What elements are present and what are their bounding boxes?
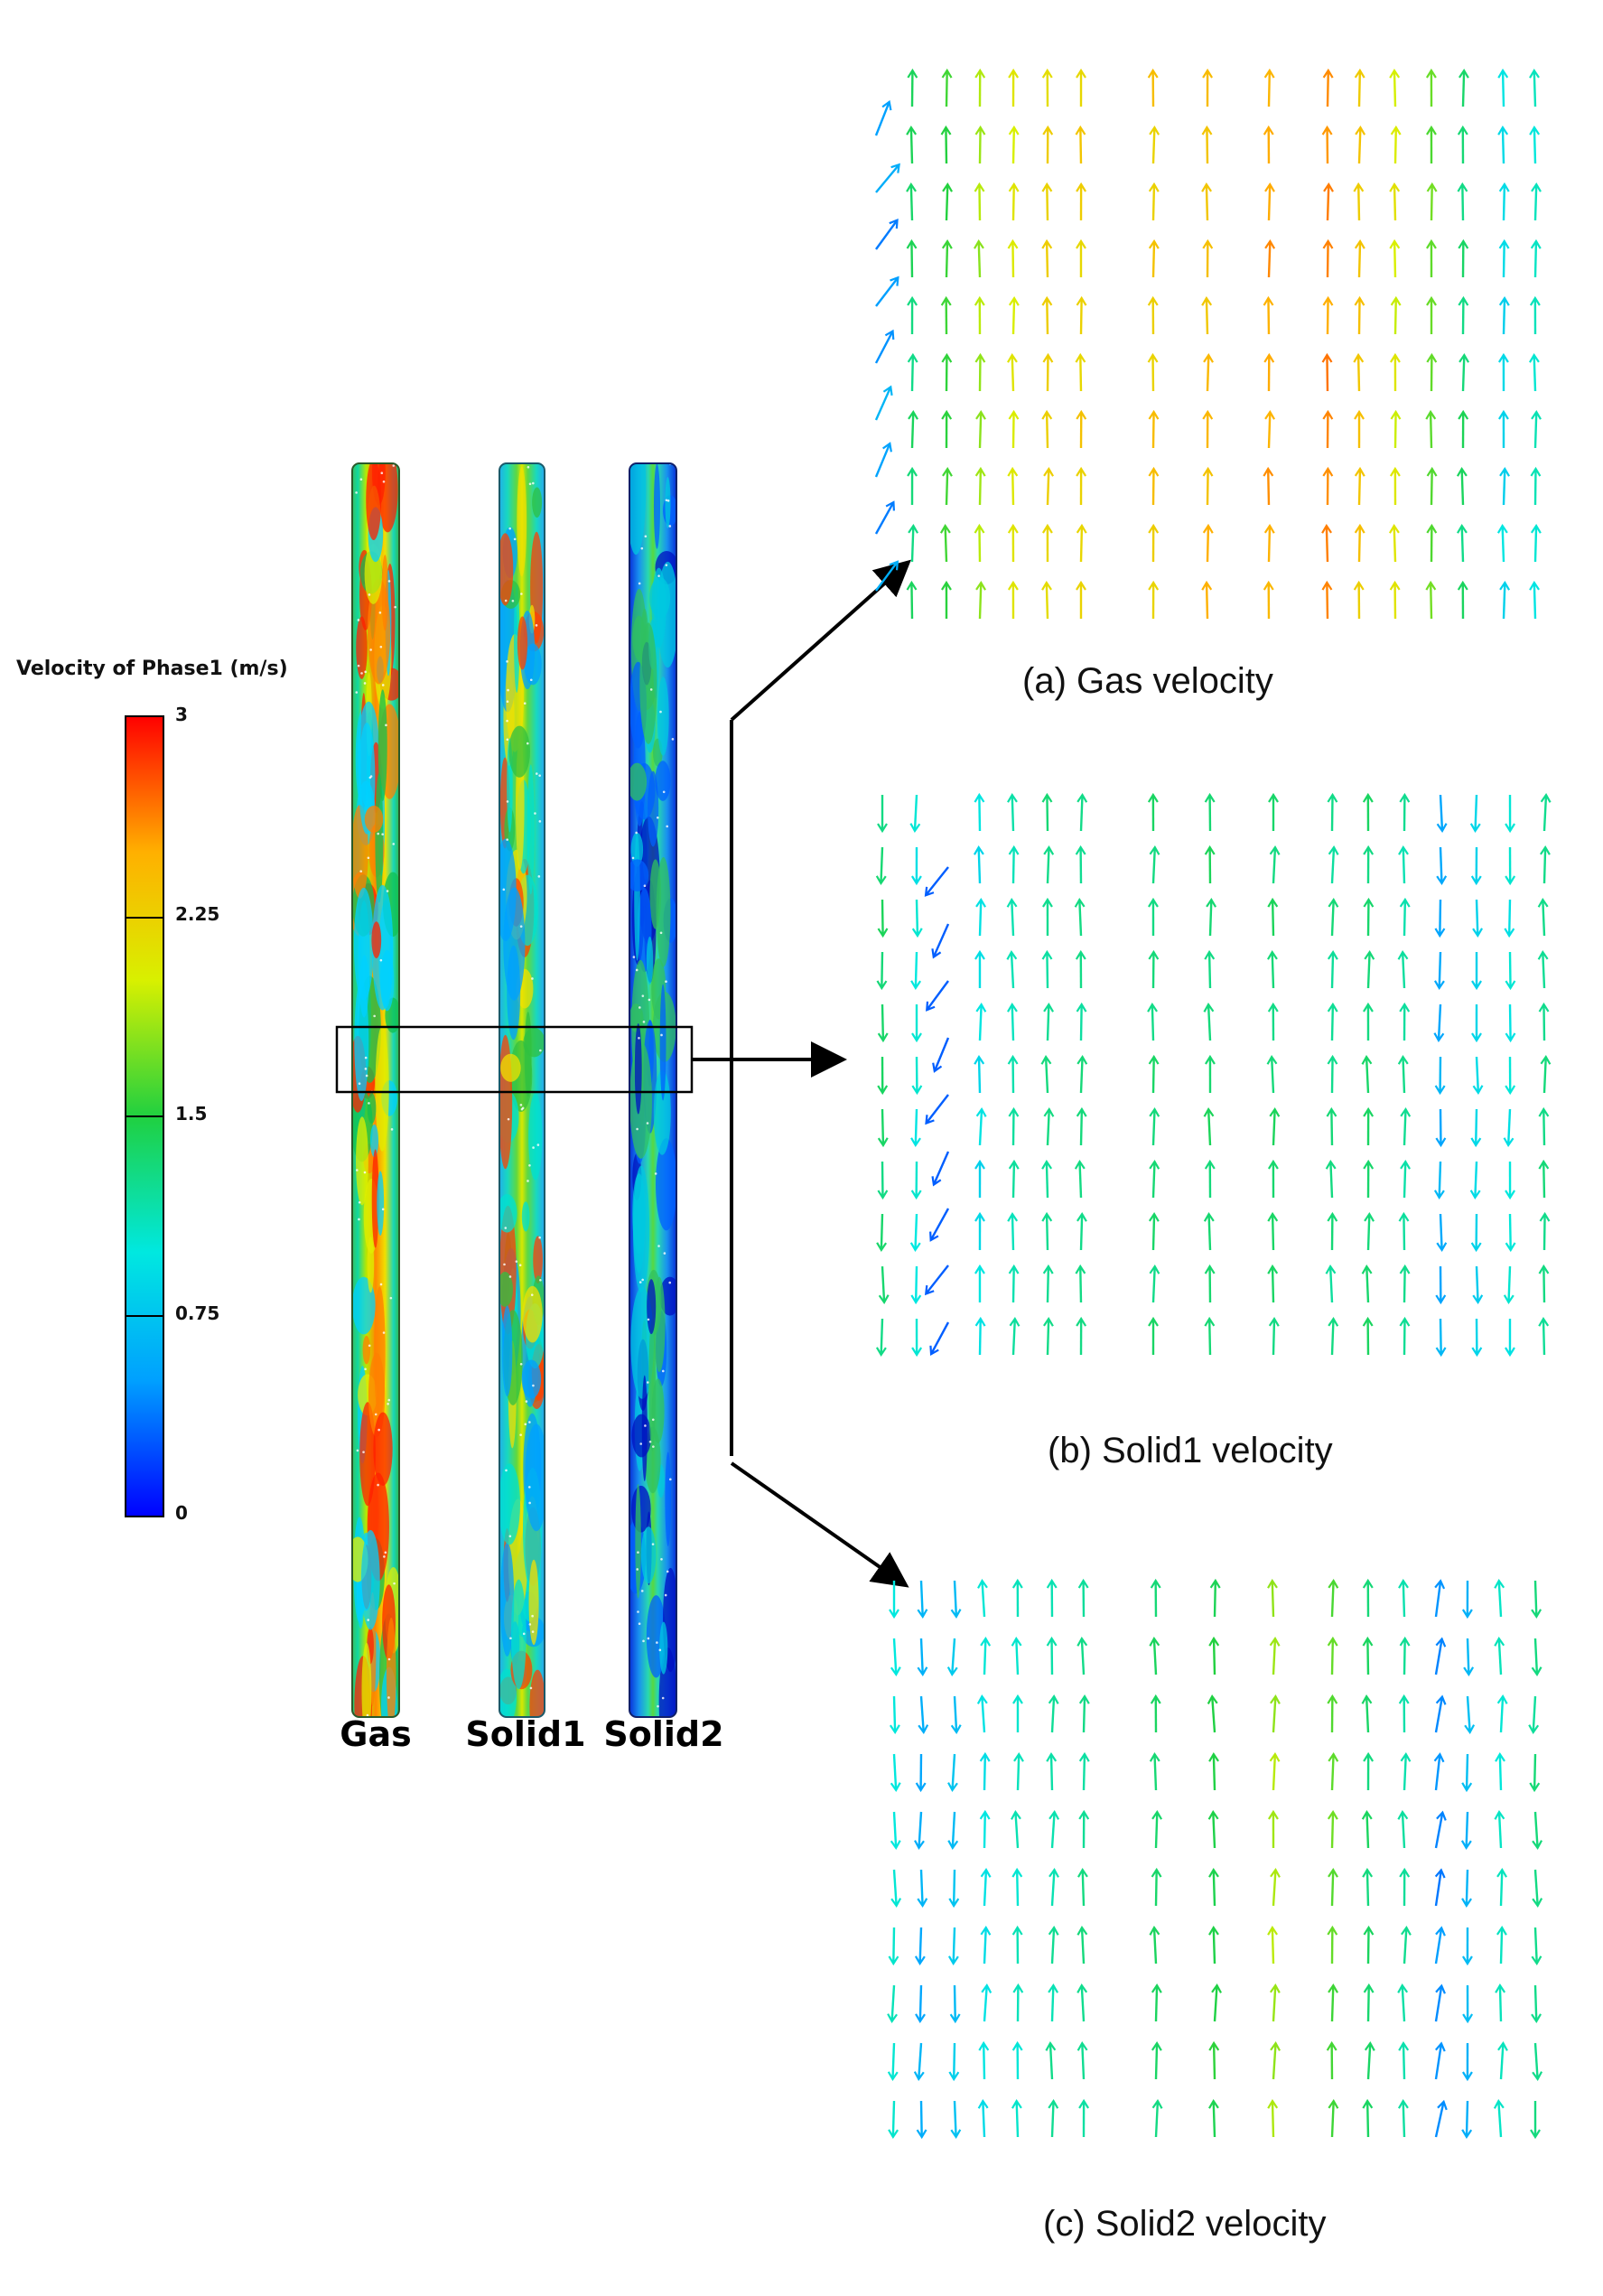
legend-tick-3: 1.5 (175, 1103, 208, 1125)
column-label-gas: Gas (340, 1714, 412, 1754)
vector-panel-gas (874, 68, 1542, 620)
arrow-to-gas-panel (730, 559, 911, 722)
legend-tick-max: 3 (175, 704, 188, 725)
legend-title: Velocity of Phase1 (m/s) (16, 658, 288, 680)
arrow-to-solid2-panel (730, 1461, 909, 1588)
legend-tick-min: 0 (175, 1502, 188, 1524)
legend-tick-4: 0.75 (175, 1302, 220, 1324)
column-label-solid1: Solid1 (465, 1714, 586, 1754)
legend-colorbar (125, 715, 164, 1517)
vector-panel-solid2 (887, 1578, 1543, 2140)
connector-arrows (692, 559, 911, 1588)
legend-tick-2: 2.25 (175, 903, 220, 925)
panel-caption-solid1: (b) Solid1 velocity (1048, 1431, 1333, 1470)
column-label-solid2: Solid2 (603, 1714, 724, 1754)
panel-caption-gas: (a) Gas velocity (1022, 661, 1273, 701)
vector-panel-solid1 (875, 792, 1552, 1358)
riser-column-solid1 (499, 462, 545, 1718)
riser-column-solid2 (629, 462, 677, 1718)
riser-column-gas (351, 462, 400, 1718)
panel-caption-solid2: (c) Solid2 velocity (1043, 2204, 1327, 2244)
